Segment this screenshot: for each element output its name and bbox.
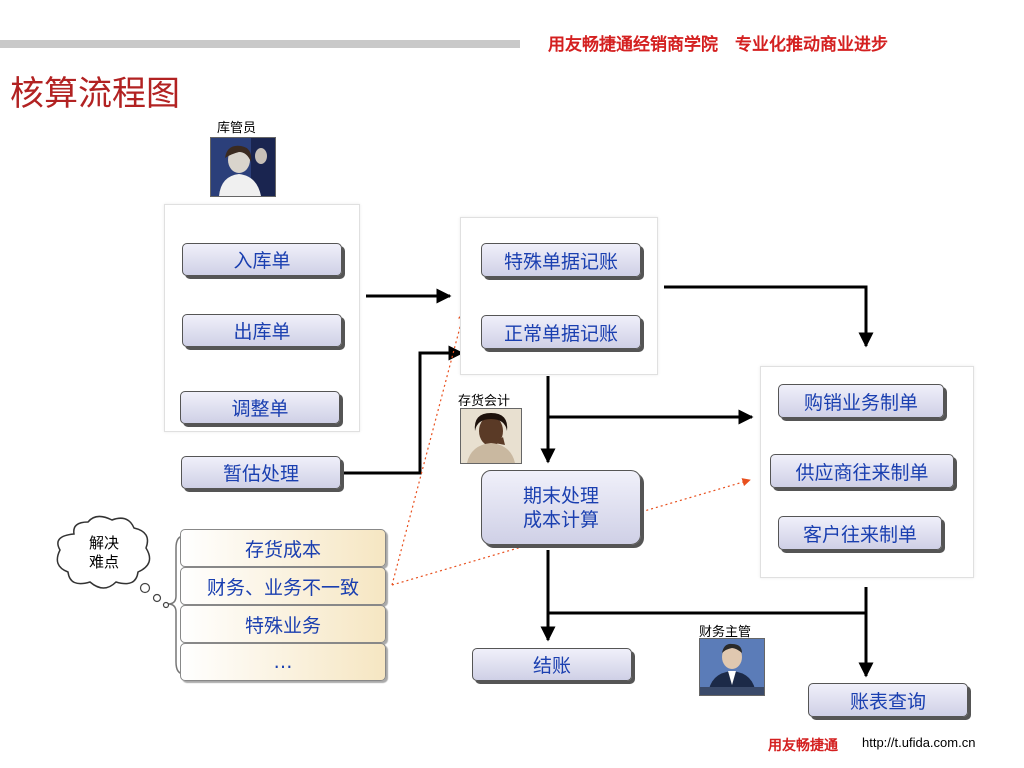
issue-item-finance-business-mismatch: 财务、业务不一致: [180, 567, 386, 605]
role-label-finance-manager: 财务主管: [699, 625, 752, 640]
customer-voucher-button[interactable]: 客户往来制单: [778, 516, 942, 550]
period-end-cost-calc-button[interactable]: 期末处理 成本计算: [481, 470, 641, 545]
posting-panel: [460, 217, 658, 375]
special-posting-button[interactable]: 特殊单据记账: [481, 243, 641, 277]
normal-posting-button[interactable]: 正常单据记账: [481, 315, 641, 349]
closing-button[interactable]: 结账: [472, 648, 632, 681]
cloud-label: 解决 难点: [78, 534, 130, 572]
adjust-doc-button[interactable]: 调整单: [180, 391, 340, 424]
issue-item-more: …: [180, 643, 386, 681]
cloud-label-line1: 解决: [88, 534, 119, 552]
supplier-voucher-button[interactable]: 供应商往来制单: [770, 454, 954, 488]
issue-item-special-business: 特殊业务: [180, 605, 386, 643]
footer-brand-logo: 用友畅捷通: [768, 738, 838, 754]
period-end-line2: 成本计算: [522, 508, 599, 531]
header-slogan: 用友畅捷通经销商学院 专业化推动商业进步: [548, 35, 888, 55]
inventory-accountant-photo: [460, 408, 522, 464]
purchase-sales-voucher-button[interactable]: 购销业务制单: [778, 384, 944, 418]
footer-url[interactable]: http://t.ufida.com.cn: [862, 735, 976, 750]
issue-item-inventory-cost: 存货成本: [180, 529, 386, 567]
inbound-doc-button[interactable]: 入库单: [182, 243, 342, 276]
dotted-arrow-to-posting: [391, 311, 467, 586]
arrow-provisional-to-posting: [340, 345, 464, 475]
thought-bubble-small: [162, 601, 170, 609]
provisional-estimate-button[interactable]: 暂估处理: [181, 456, 341, 489]
role-label-warehouse: 库管员: [217, 121, 257, 136]
finance-manager-photo: [699, 638, 765, 696]
page-title: 核算流程图: [10, 74, 180, 114]
cloud-shape: [56, 515, 151, 589]
header-divider-bar: [0, 40, 520, 48]
outbound-doc-button[interactable]: 出库单: [182, 314, 342, 347]
report-query-button[interactable]: 账表查询: [808, 683, 968, 717]
period-end-line1: 期末处理: [522, 484, 599, 507]
thought-bubble-large: [139, 582, 151, 594]
thought-bubble-medium: [152, 593, 162, 603]
warehouse-keeper-photo: [210, 137, 276, 197]
role-label-inventory-accountant: 存货会计: [458, 394, 511, 409]
cloud-label-line2: 难点: [88, 553, 119, 571]
arrow-posting-to-vouchers: [664, 285, 874, 348]
